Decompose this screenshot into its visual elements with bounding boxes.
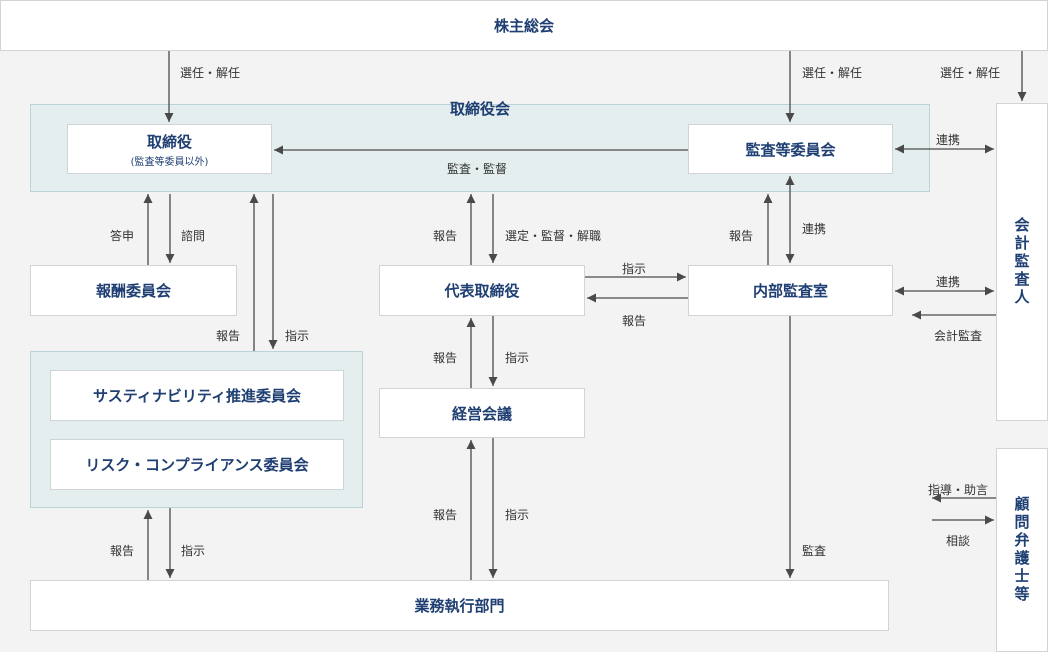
risk-compliance-committee-label: リスク・コンプライアンス委員会 bbox=[85, 456, 309, 474]
label-answer: 答申 bbox=[110, 229, 135, 243]
label-audit: 監査 bbox=[802, 544, 827, 558]
label-report-committees-bottom: 報告 bbox=[110, 544, 135, 558]
sustainability-committee-box: サスティナビリティ推進委員会 bbox=[50, 370, 344, 421]
label-instruct-internal: 指示 bbox=[622, 262, 647, 276]
label-report-committees: 報告 bbox=[216, 329, 241, 343]
directors-label: 取締役 bbox=[146, 132, 192, 151]
management-meeting-box: 経営会議 bbox=[379, 388, 585, 438]
shareholders-meeting-box: 株主総会 bbox=[0, 0, 1048, 51]
label-coordination-top: 連携 bbox=[936, 133, 961, 147]
label-accounting-audit: 会計監査 bbox=[934, 329, 983, 343]
risk-compliance-committee-box: リスク・コンプライアンス委員会 bbox=[50, 439, 344, 490]
label-elect-dismiss-directors: 選任・解任 bbox=[180, 66, 241, 80]
label-coordination-middle: 連携 bbox=[936, 275, 961, 289]
label-report-internal-audit: 報告 bbox=[729, 229, 754, 243]
label-guidance-advice: 指導・助言 bbox=[928, 483, 989, 497]
directors-box: 取締役 (監査等委員以外) bbox=[67, 124, 272, 174]
compensation-committee-label: 報酬委員会 bbox=[95, 282, 171, 300]
accounting-auditor-box: 会計監査人 bbox=[996, 103, 1048, 421]
label-consult: 諮問 bbox=[181, 229, 206, 243]
label-report-management: 報告 bbox=[433, 351, 458, 365]
representative-director-box: 代表取締役 bbox=[379, 265, 585, 316]
compensation-committee-box: 報酬委員会 bbox=[30, 265, 237, 316]
representative-director-label: 代表取締役 bbox=[444, 282, 520, 300]
label-elect-dismiss-audit-committee: 選任・解任 bbox=[802, 66, 863, 80]
audit-committee-box: 監査等委員会 bbox=[688, 124, 893, 174]
shareholders-meeting-label: 株主総会 bbox=[493, 17, 554, 35]
label-instruct-business: 指示 bbox=[505, 508, 530, 522]
accounting-auditor-label: 会計監査人 bbox=[1012, 217, 1031, 307]
business-divisions-box: 業務執行部門 bbox=[30, 580, 889, 631]
audit-committee-label: 監査等委員会 bbox=[745, 140, 836, 159]
legal-advisors-label: 顧問弁護士等 bbox=[1012, 496, 1031, 604]
directors-sublabel: (監査等委員以外) bbox=[130, 156, 209, 168]
label-report-business: 報告 bbox=[433, 508, 458, 522]
label-elect-dismiss-accounting-auditor: 選任・解任 bbox=[940, 66, 1001, 80]
legal-advisors-box: 顧問弁護士等 bbox=[996, 448, 1048, 652]
label-select-supervise-dismiss: 選定・監督・解職 bbox=[505, 229, 602, 243]
label-instruct-management: 指示 bbox=[505, 351, 530, 365]
label-instruct-committees-bottom: 指示 bbox=[181, 544, 206, 558]
label-instruct-committees: 指示 bbox=[285, 329, 310, 343]
label-report-representative: 報告 bbox=[622, 314, 647, 328]
management-meeting-label: 経営会議 bbox=[451, 404, 512, 423]
label-audit-supervise: 監査・監督 bbox=[447, 162, 508, 176]
board-of-directors-title: 取締役会 bbox=[449, 100, 510, 118]
internal-audit-office-box: 内部監査室 bbox=[688, 265, 893, 316]
label-coordination-internal: 連携 bbox=[802, 222, 827, 236]
business-divisions-label: 業務執行部門 bbox=[414, 597, 505, 615]
internal-audit-office-label: 内部監査室 bbox=[752, 282, 828, 300]
sustainability-committee-label: サスティナビリティ推進委員会 bbox=[93, 387, 301, 405]
label-consultation: 相談 bbox=[946, 534, 971, 548]
label-report-board: 報告 bbox=[433, 229, 458, 243]
